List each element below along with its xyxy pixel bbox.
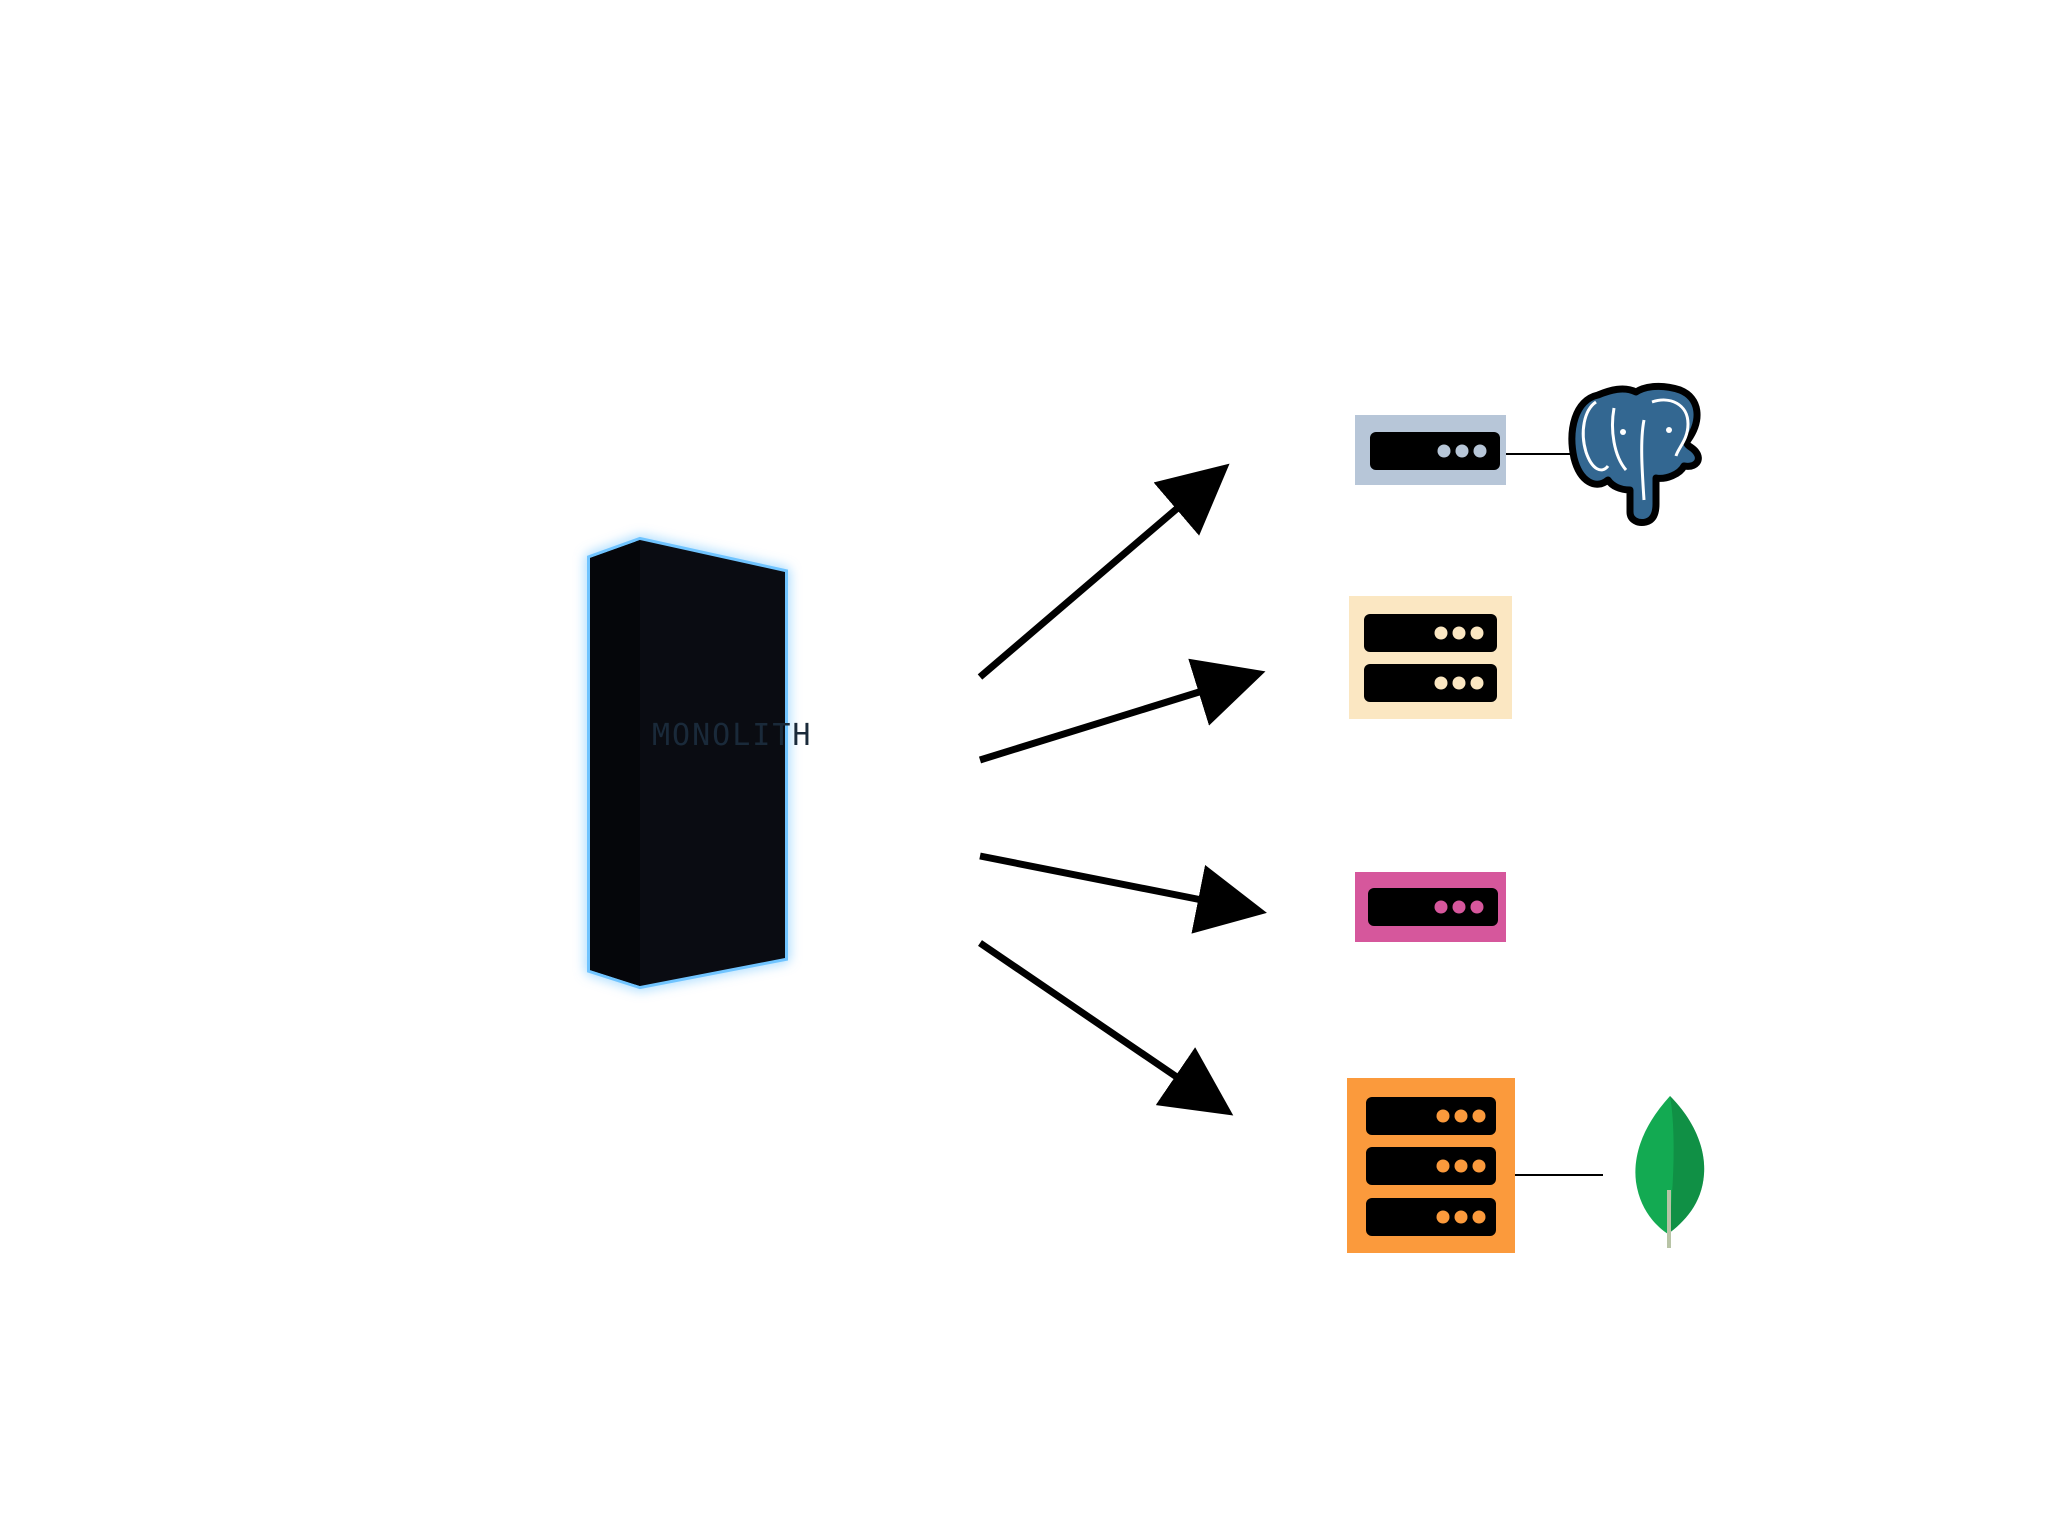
server-rack-unit — [1364, 664, 1497, 702]
monolith-label: MONOLITH — [652, 718, 813, 753]
service-cream — [1349, 596, 1512, 719]
mongodb-leaf-icon — [1635, 1096, 1705, 1248]
service-postgres — [1355, 415, 1578, 485]
server-status-dot — [1472, 1109, 1486, 1123]
server-status-dot — [1436, 1159, 1450, 1173]
server-status-dot — [1470, 676, 1484, 690]
server-status-dot — [1437, 444, 1451, 458]
arrow-to-service-pink — [979, 852, 1267, 934]
server-status-dot — [1472, 1210, 1486, 1224]
server-status-dot — [1452, 626, 1466, 640]
server-status-dot — [1452, 676, 1466, 690]
service-mongo — [1347, 1078, 1603, 1253]
arrow-to-service-postgres — [977, 463, 1230, 680]
server-rack-unit — [1364, 614, 1497, 652]
server-status-dot — [1470, 626, 1484, 640]
server-status-dot — [1436, 1210, 1450, 1224]
monolith-block: MONOLITH — [587, 536, 813, 990]
server-status-dot — [1470, 900, 1484, 914]
server-status-dot — [1454, 1210, 1468, 1224]
server-rack-unit — [1370, 432, 1500, 470]
elephant-eye — [1620, 429, 1626, 435]
server-rack-unit — [1368, 888, 1498, 926]
postgresql-elephant-icon — [1568, 382, 1702, 526]
server-status-dot — [1455, 444, 1469, 458]
server-status-dot — [1452, 900, 1466, 914]
arrow-to-service-mongo — [978, 940, 1234, 1116]
server-status-dot — [1434, 900, 1448, 914]
arrows — [977, 463, 1267, 1116]
server-status-dot — [1472, 1159, 1486, 1173]
service-pink — [1355, 872, 1506, 942]
arrow-to-service-cream — [978, 658, 1266, 764]
server-status-dot — [1454, 1159, 1468, 1173]
server-status-dot — [1454, 1109, 1468, 1123]
monolith-side-face — [590, 540, 640, 986]
server-status-dot — [1436, 1109, 1450, 1123]
server-status-dot — [1434, 676, 1448, 690]
server-rack-unit — [1366, 1198, 1496, 1236]
elephant-eye — [1666, 427, 1672, 433]
server-rack-unit — [1366, 1147, 1496, 1185]
server-status-dot — [1434, 626, 1448, 640]
server-status-dot — [1473, 444, 1487, 458]
server-rack-unit — [1366, 1097, 1496, 1135]
